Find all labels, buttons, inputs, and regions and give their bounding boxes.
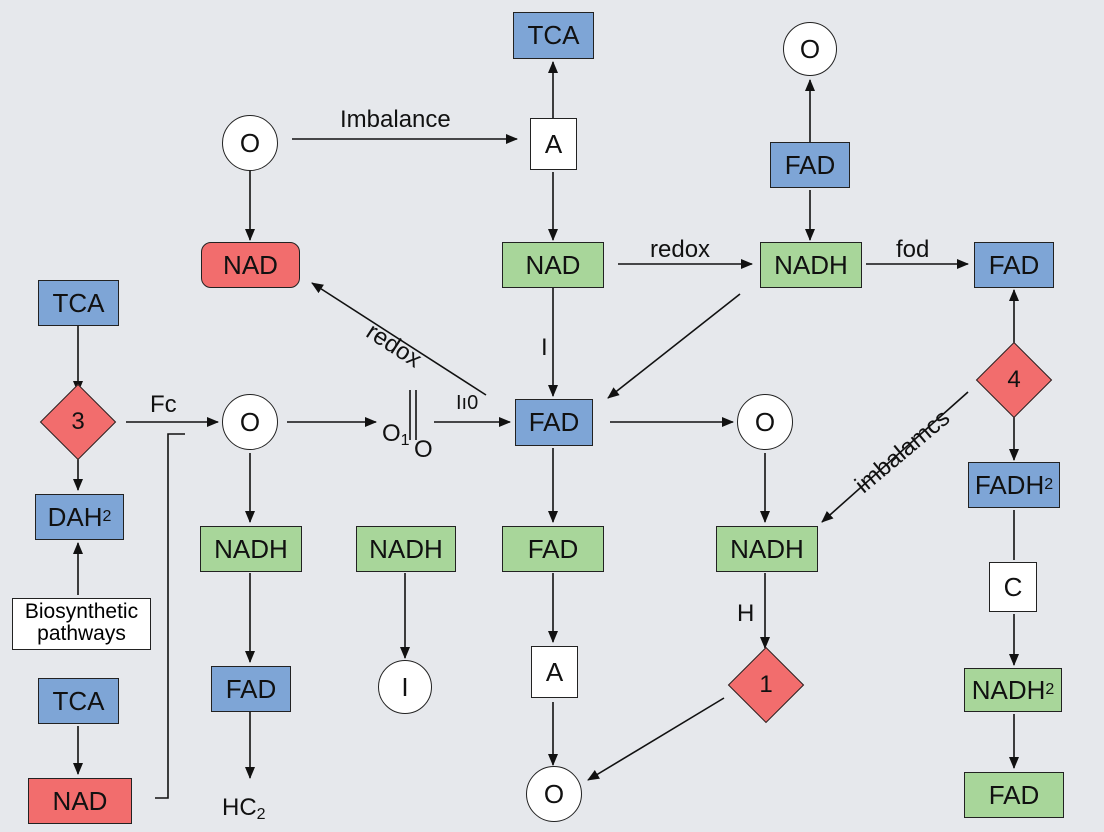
label-fc: Fc [150,391,177,418]
fad-right-box: FAD [974,242,1054,288]
dah2-base: DAH [47,501,103,532]
nadh-right-box: NADH [716,526,818,572]
nadh-mid-box: NADH [356,526,456,572]
label-i-vertical: I [541,334,548,361]
nad-red-bottom-box: NAD [28,778,132,824]
label-o1-sub: 1 [400,432,410,449]
fad-bottom-left-box: FAD [211,666,291,712]
diamond-4-label: 4 [1007,366,1021,393]
label-h: H [737,600,755,627]
arrow-1-to-o-bottom [587,697,725,781]
o-top-right-circle: O [783,22,837,76]
fadh2-sub: 2 [1044,476,1054,493]
nadh2-base: NADH [971,674,1046,705]
label-imbalance: Imbalance [340,106,451,133]
label-fod: fod [896,236,930,263]
fad-center-box: FAD [515,399,593,446]
o-bottom-circle: O [526,766,582,822]
biosynthetic-pathways-box: Biosynthetic pathways [12,598,151,650]
label-o1: O1 [382,420,410,450]
biosynthetic-line2: pathways [37,622,126,645]
tca-top-box: TCA [513,12,594,59]
label-hc2-base: HC [222,794,257,821]
o-left-top-circle: O [222,115,278,171]
label-o1-base: O [382,420,401,447]
label-hc2: HC2 [222,794,266,824]
diamond-3-label: 3 [71,408,85,435]
dah2-sub: 2 [102,508,112,525]
o-mid-right-circle: O [737,394,793,450]
diamond-4: 4 [974,341,1054,419]
diamond-3: 3 [38,383,118,461]
fad-green-center-box: FAD [502,526,604,572]
bracket-line [155,433,185,799]
nadh-green-top-box: NADH [760,242,862,288]
fad-top-right-box: FAD [770,142,850,188]
nad-red-top-box: NAD [201,242,300,288]
nadh-left-box: NADH [200,526,302,572]
arrow-nadh-to-fad-center [607,293,741,399]
a-bottom-box: A [531,646,578,698]
nadh2-sub: 2 [1045,681,1055,698]
fad-bottom-right-box: FAD [964,772,1064,818]
label-hc2-sub: 2 [256,806,266,823]
nad-green-center-box: NAD [502,242,604,288]
c-box: C [989,562,1037,612]
tca-bottom-left-box: TCA [38,678,119,724]
diamond-1-label: 1 [759,671,773,698]
i-circle: I [378,660,432,714]
biosynthetic-line1: Biosynthetic [24,600,139,623]
fadh2-base: FADH [974,469,1045,500]
diamond-1: 1 [726,646,806,724]
tca-left-box: TCA [38,280,119,326]
arrow-4-to-nadh-right [821,391,969,523]
arrow-fad-to-nad-red [311,282,487,396]
a-top-box: A [530,118,577,170]
label-o-after-bar: O [414,436,433,463]
o-mid-left-circle: O [222,394,278,450]
label-redox-top: redox [650,236,711,263]
label-ho: Iı0 [456,392,479,414]
